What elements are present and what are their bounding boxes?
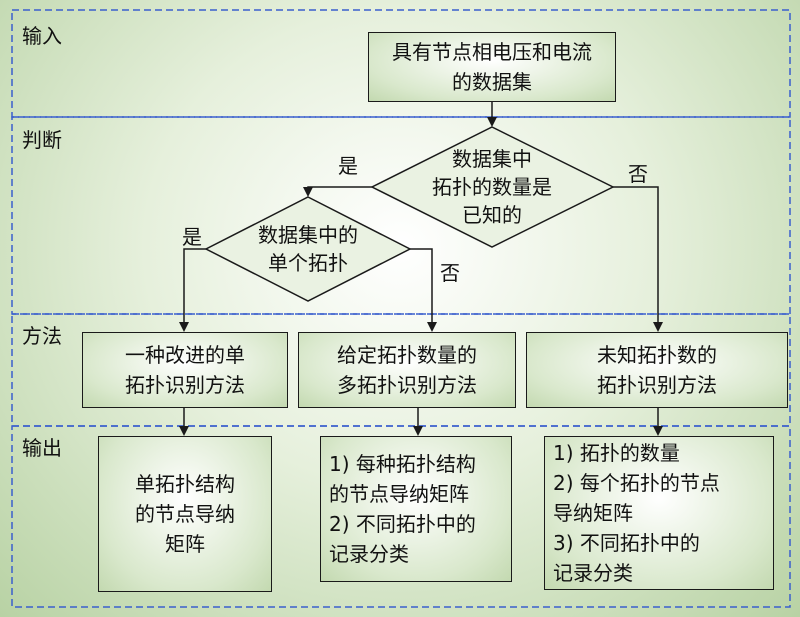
connectors (179, 101, 663, 436)
decision2-diamond (204, 196, 412, 302)
d1-no-label: 否 (628, 162, 648, 186)
method1-node: 一种改进的单 拓扑识别方法 (82, 332, 288, 408)
edge-d1-yes (303, 186, 372, 197)
output3-node: 1) 拓扑的数量 2) 每个拓扑的节点 导纳矩阵 3) 不同拓扑中的 记录分类 (544, 436, 774, 590)
output1-node: 单拓扑结构 的节点导纳 矩阵 (98, 436, 272, 592)
edge-d2-yes (179, 248, 206, 332)
start-node: 具有节点相电压和电流 的数据集 (368, 32, 616, 102)
section-output-border (11, 425, 791, 608)
d1-yes-label: 是 (338, 154, 358, 178)
section-borders (11, 9, 791, 608)
section-input-border (11, 9, 791, 118)
method3-node: 未知拓扑数的 拓扑识别方法 (526, 332, 788, 408)
decision1-label: 数据集中 拓扑的数量是 已知的 (432, 147, 552, 227)
decision2-label: 数据集中的 单个拓扑 (258, 223, 358, 275)
section-label-output: 输出 (22, 436, 62, 460)
section-label-input: 输入 (22, 24, 62, 48)
section-label-method: 方法 (22, 324, 62, 348)
d2-yes-label: 是 (182, 225, 202, 249)
output2-node: 1) 每种拓扑结构 的节点导纳矩阵 2) 不同拓扑中的 记录分类 (320, 436, 512, 582)
decision1-diamond (370, 126, 615, 248)
section-label-judge: 判断 (22, 128, 62, 152)
edge-d1-no (613, 186, 663, 332)
edge-d2-no (410, 248, 437, 332)
d2-no-label: 否 (440, 261, 460, 285)
method2-node: 给定拓扑数量的 多拓扑识别方法 (298, 332, 516, 408)
